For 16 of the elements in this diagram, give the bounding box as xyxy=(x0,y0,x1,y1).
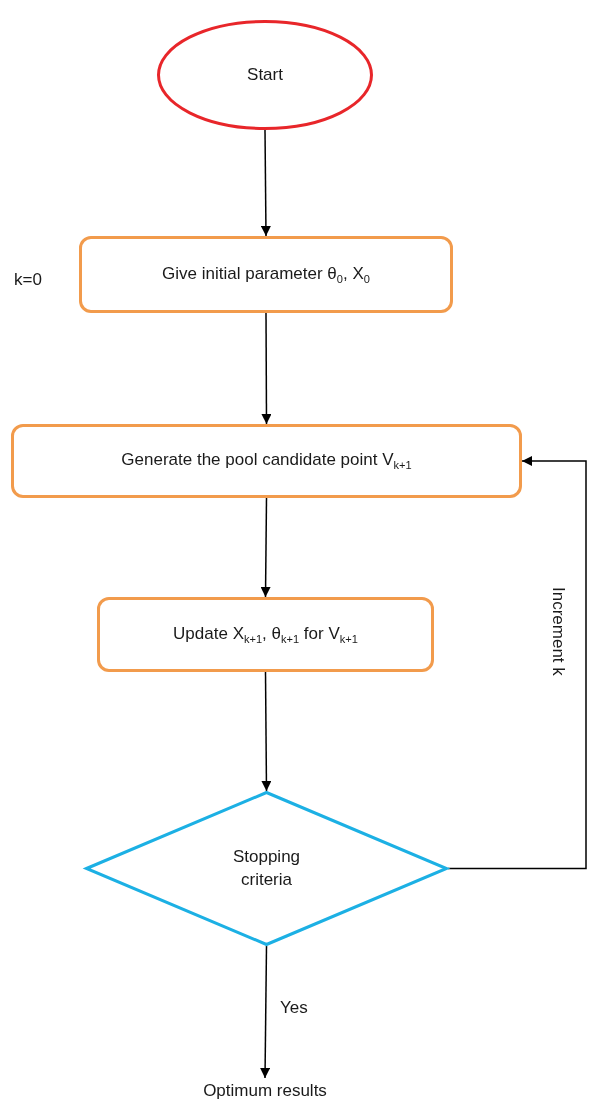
node-text: Generate the pool candidate point V$_{k+1}$ xyxy=(121,449,412,473)
process-box xyxy=(97,597,434,672)
process-box xyxy=(11,424,522,498)
process-box xyxy=(79,236,453,313)
node-text: Give initial parameter θ$_{0}$, X$_{0}$ xyxy=(162,262,370,287)
beside-label: k=0 xyxy=(14,270,42,290)
arrow xyxy=(260,945,271,1079)
node-text: Stopping criteria xyxy=(231,846,302,891)
arrow xyxy=(261,312,272,425)
result-text: Optimum results xyxy=(203,1079,327,1102)
arrow xyxy=(260,129,271,237)
arrow xyxy=(261,671,272,792)
arrow xyxy=(447,456,587,870)
node-text: Start xyxy=(247,63,283,86)
arrow xyxy=(260,497,271,598)
node-text: Update X$_{k+1}$, θ$_{k+1}$ for V$_{k+1}$ xyxy=(173,622,358,647)
